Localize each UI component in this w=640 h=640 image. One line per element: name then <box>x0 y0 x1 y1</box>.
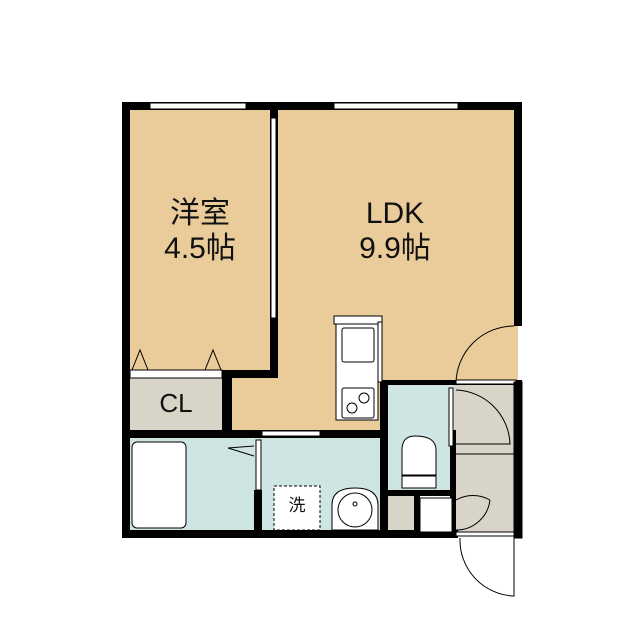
window-ldk <box>333 102 459 110</box>
stove-icon <box>341 387 375 419</box>
walls <box>122 102 522 538</box>
closet-label: CL <box>159 388 193 418</box>
windows <box>149 102 459 319</box>
kitchen-counter <box>333 315 383 421</box>
sliding-door <box>270 117 277 319</box>
closet-doors <box>129 348 223 379</box>
washer-space <box>273 485 321 531</box>
ldk-name: LDK <box>365 197 425 230</box>
storage-floor <box>388 496 416 534</box>
western-room-name: 洋室 <box>170 197 230 230</box>
western-room-size: 4.5帖 <box>164 231 236 265</box>
bath-door <box>227 445 255 457</box>
washbasin-icon <box>331 487 379 531</box>
toilet-icon <box>401 387 454 489</box>
western-room-label: 洋室 4.5帖 <box>140 197 260 266</box>
entrance-floor <box>454 384 518 534</box>
bathtub-icon <box>131 441 187 529</box>
ldk-size: 9.9帖 <box>359 231 431 265</box>
window-western <box>149 102 247 110</box>
ldk-floor <box>274 106 518 382</box>
washer-label: 洗 <box>288 496 306 515</box>
western-room-floor <box>126 106 274 374</box>
doors <box>419 325 523 597</box>
ldk-label: LDK 9.9帖 <box>330 197 460 266</box>
closet-floor <box>126 378 226 434</box>
sink-icon <box>341 327 375 363</box>
